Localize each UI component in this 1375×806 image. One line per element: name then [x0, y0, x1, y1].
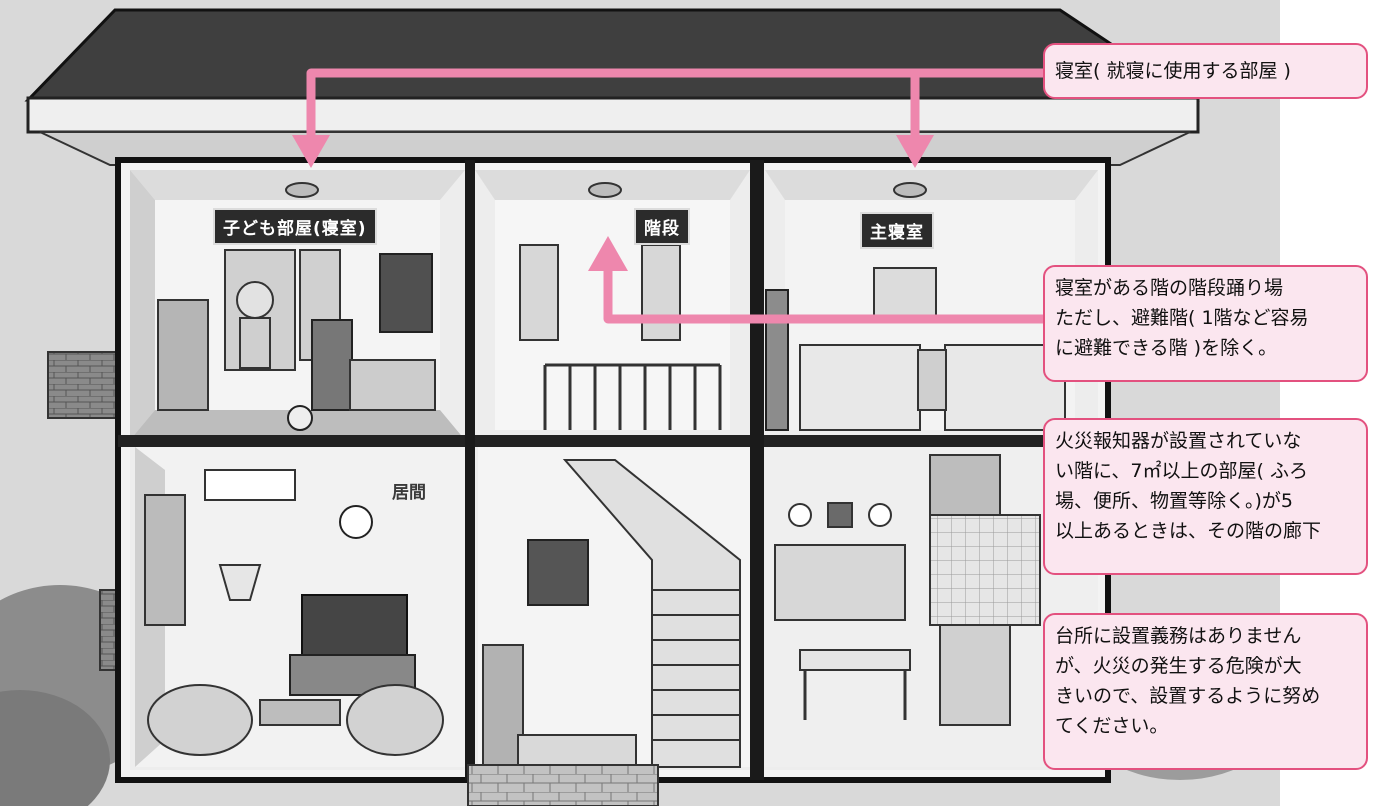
- room-label-master-bedroom: 主寝室: [860, 212, 934, 249]
- front-steps: [517, 734, 637, 766]
- callout-stair-landing: 寝室がある階の階段踊り場 ただし、避難階( 1階など容易 に避難できる階 )を除…: [1043, 265, 1368, 382]
- living-room: [135, 447, 465, 767]
- garden-brick-wall: [47, 351, 129, 419]
- arrow-heads: [292, 135, 934, 271]
- callout-kitchen: 台所に設置義務はありません が、火災の発生する危険が大 きいので、設置するように…: [1043, 613, 1368, 770]
- lower-stair-hall: [478, 447, 750, 768]
- kitchen: [765, 447, 1098, 767]
- callout-hallway: 火災報知器が設置されていな い階に、7㎡以上の部屋( ふろ 場、便所、物置等除く…: [1043, 418, 1368, 575]
- floor-slab: [118, 435, 1108, 447]
- room-label-kids-room: 子ども部屋(寝室): [213, 208, 377, 245]
- room-label-stairs: 階段: [634, 208, 690, 245]
- front-path: [467, 764, 659, 806]
- room-label-living: 居間: [392, 483, 426, 503]
- pointer-arrows: [306, 68, 1043, 324]
- roof: [24, 8, 1200, 166]
- callout-bedroom: 寝室( 就寝に使用する部屋 ): [1043, 43, 1368, 99]
